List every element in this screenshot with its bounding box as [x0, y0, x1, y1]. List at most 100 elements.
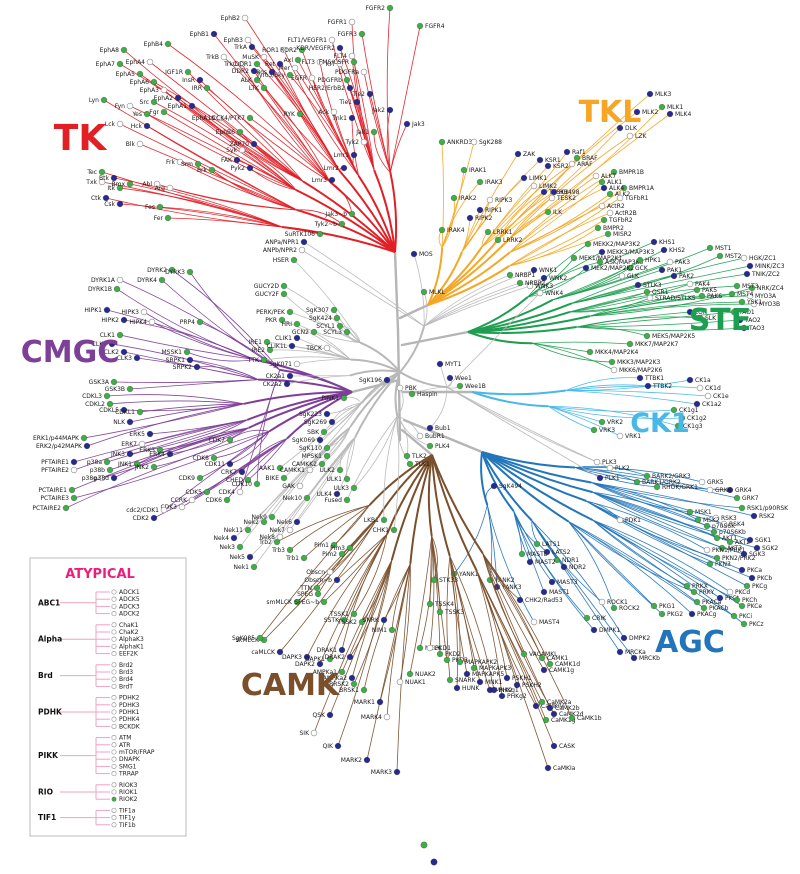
kinase-node-dot	[630, 654, 638, 662]
kinase-node-dot	[126, 102, 134, 110]
branch-twig	[163, 111, 297, 191]
kinase-label: WNK2	[549, 275, 567, 282]
kinase-label: PKD1	[435, 645, 451, 652]
kinase-node-dot	[126, 450, 134, 458]
kinase-node-dot	[538, 698, 546, 706]
kinase-label: BARK2/GRK3	[652, 473, 691, 480]
kinase-node-dot	[136, 140, 144, 148]
kinase-label: EphA4	[126, 59, 146, 66]
kinase-label: EphB2	[221, 15, 241, 22]
kinase-label: ULK3	[334, 485, 350, 492]
kinase-node-dot	[346, 653, 354, 661]
branch-twig	[576, 316, 701, 328]
kinase-node-dot	[626, 340, 634, 348]
kinase-node-dot	[726, 538, 734, 546]
branch-twig	[159, 419, 248, 451]
branch-twig	[576, 311, 691, 328]
kinase-label: PLK4	[435, 443, 450, 450]
kinase-label: Nek5	[230, 554, 246, 561]
kinase-label: BARK1/GRK2	[642, 479, 681, 486]
branch-twig	[159, 206, 283, 228]
kinase-node-dot	[266, 346, 274, 354]
kinase-label: MAST1	[549, 589, 570, 596]
kinase-label: SGK1	[755, 537, 771, 544]
kinase-label: MAPKAPK5	[472, 671, 504, 678]
kinase-label: MKK4/MAP2K4	[595, 349, 639, 356]
kinase-node-dot	[484, 228, 492, 236]
kinase-node-dot	[148, 318, 156, 326]
kinase-label: BMPR2	[603, 225, 624, 232]
kinase-node-dot	[260, 356, 268, 364]
kinase-node-dot	[120, 316, 128, 324]
branch-twig	[213, 431, 270, 459]
kinase-label: ULK2	[320, 467, 336, 474]
kinase-label: PRKY	[699, 589, 715, 596]
kinase-node-dot	[188, 496, 196, 504]
kinase-node-dot	[186, 356, 194, 364]
atypical-legend: ATYPICALADCK1ADCK5ADCK3ADCK2ABC1ChaK1Cha…	[29, 557, 187, 837]
branch-limb	[282, 226, 396, 253]
branch-limb	[247, 391, 353, 421]
atypical-node-dot	[111, 596, 117, 602]
kinase-label: RSK3	[721, 515, 737, 522]
branch-twig	[229, 431, 270, 465]
kinase-label: CDK3	[160, 504, 177, 511]
kinase-node-dot	[303, 653, 311, 661]
kinase-label: NIM1	[372, 627, 387, 634]
kinase-label: MRCKb	[639, 655, 660, 662]
kinase-label: LATS1	[542, 541, 561, 548]
kinase-node-dot	[260, 53, 268, 61]
kinase-label: HSER	[273, 257, 289, 264]
kinase-label: WNK3	[535, 283, 553, 290]
kinase-node-dot	[276, 60, 284, 68]
kinase-node-dot	[241, 14, 249, 22]
kinase-node-dot	[730, 308, 738, 316]
kinase-label: FGFR1	[327, 19, 347, 26]
kinase-label: TLK2	[411, 453, 427, 460]
branch-twig	[263, 356, 351, 361]
kinase-label: MYO3B	[759, 301, 780, 308]
kinase-label: AKT3	[727, 545, 742, 552]
kinase-label: QIK	[323, 743, 334, 750]
kinase-node-dot	[538, 654, 546, 662]
kinase-node-dot	[726, 486, 734, 494]
kinase-label: CK1g1	[679, 407, 699, 414]
kinase-label: Bmx	[111, 181, 125, 188]
branch-twig	[226, 438, 288, 501]
kinase-node-dot	[353, 98, 361, 106]
branch-twig	[189, 359, 259, 381]
kinase-node-dot	[70, 458, 78, 466]
kinase-node-dot	[598, 248, 606, 256]
kinase-label: PKCz	[749, 621, 764, 628]
kinase-node-dot	[520, 174, 528, 182]
atypical-group-label: RIO	[38, 788, 53, 797]
kinase-node-dot	[156, 203, 164, 211]
branch-twig	[283, 49, 359, 177]
kinase-label: FGFR3	[337, 31, 357, 38]
kinase-label: ZAP70	[230, 141, 250, 148]
kinase-label: MARK3	[371, 769, 392, 776]
kinase-node-dot	[280, 474, 288, 482]
kinase-label: TLK1	[414, 461, 430, 468]
kinase-label: MLK4	[675, 111, 691, 118]
branch-twig	[413, 253, 425, 327]
kinase-node-dot	[246, 114, 254, 122]
kinase-label: MEK1/MAP2K1	[579, 255, 622, 262]
kinase-node-dot	[582, 264, 590, 272]
kinase-node-dot	[690, 588, 698, 596]
kinase-label: PCTAIRE1	[38, 487, 67, 494]
branch-twig	[531, 520, 548, 553]
branch-twig	[263, 517, 379, 641]
branch-twig	[446, 555, 451, 681]
kinase-label: HIPK2	[101, 317, 119, 324]
kinase-node-dot	[253, 76, 261, 84]
kinase-node-dot	[196, 474, 204, 482]
branch-twig	[353, 559, 393, 685]
kinase-label: CaMK2d	[559, 711, 584, 718]
branch-twig	[508, 219, 605, 267]
branch-twig	[143, 311, 255, 360]
kinase-label: Nek6	[277, 519, 293, 526]
kinase-label: PKCd	[735, 589, 750, 596]
branch-twig	[123, 403, 244, 412]
kinase-label: TTBK2	[652, 383, 672, 390]
